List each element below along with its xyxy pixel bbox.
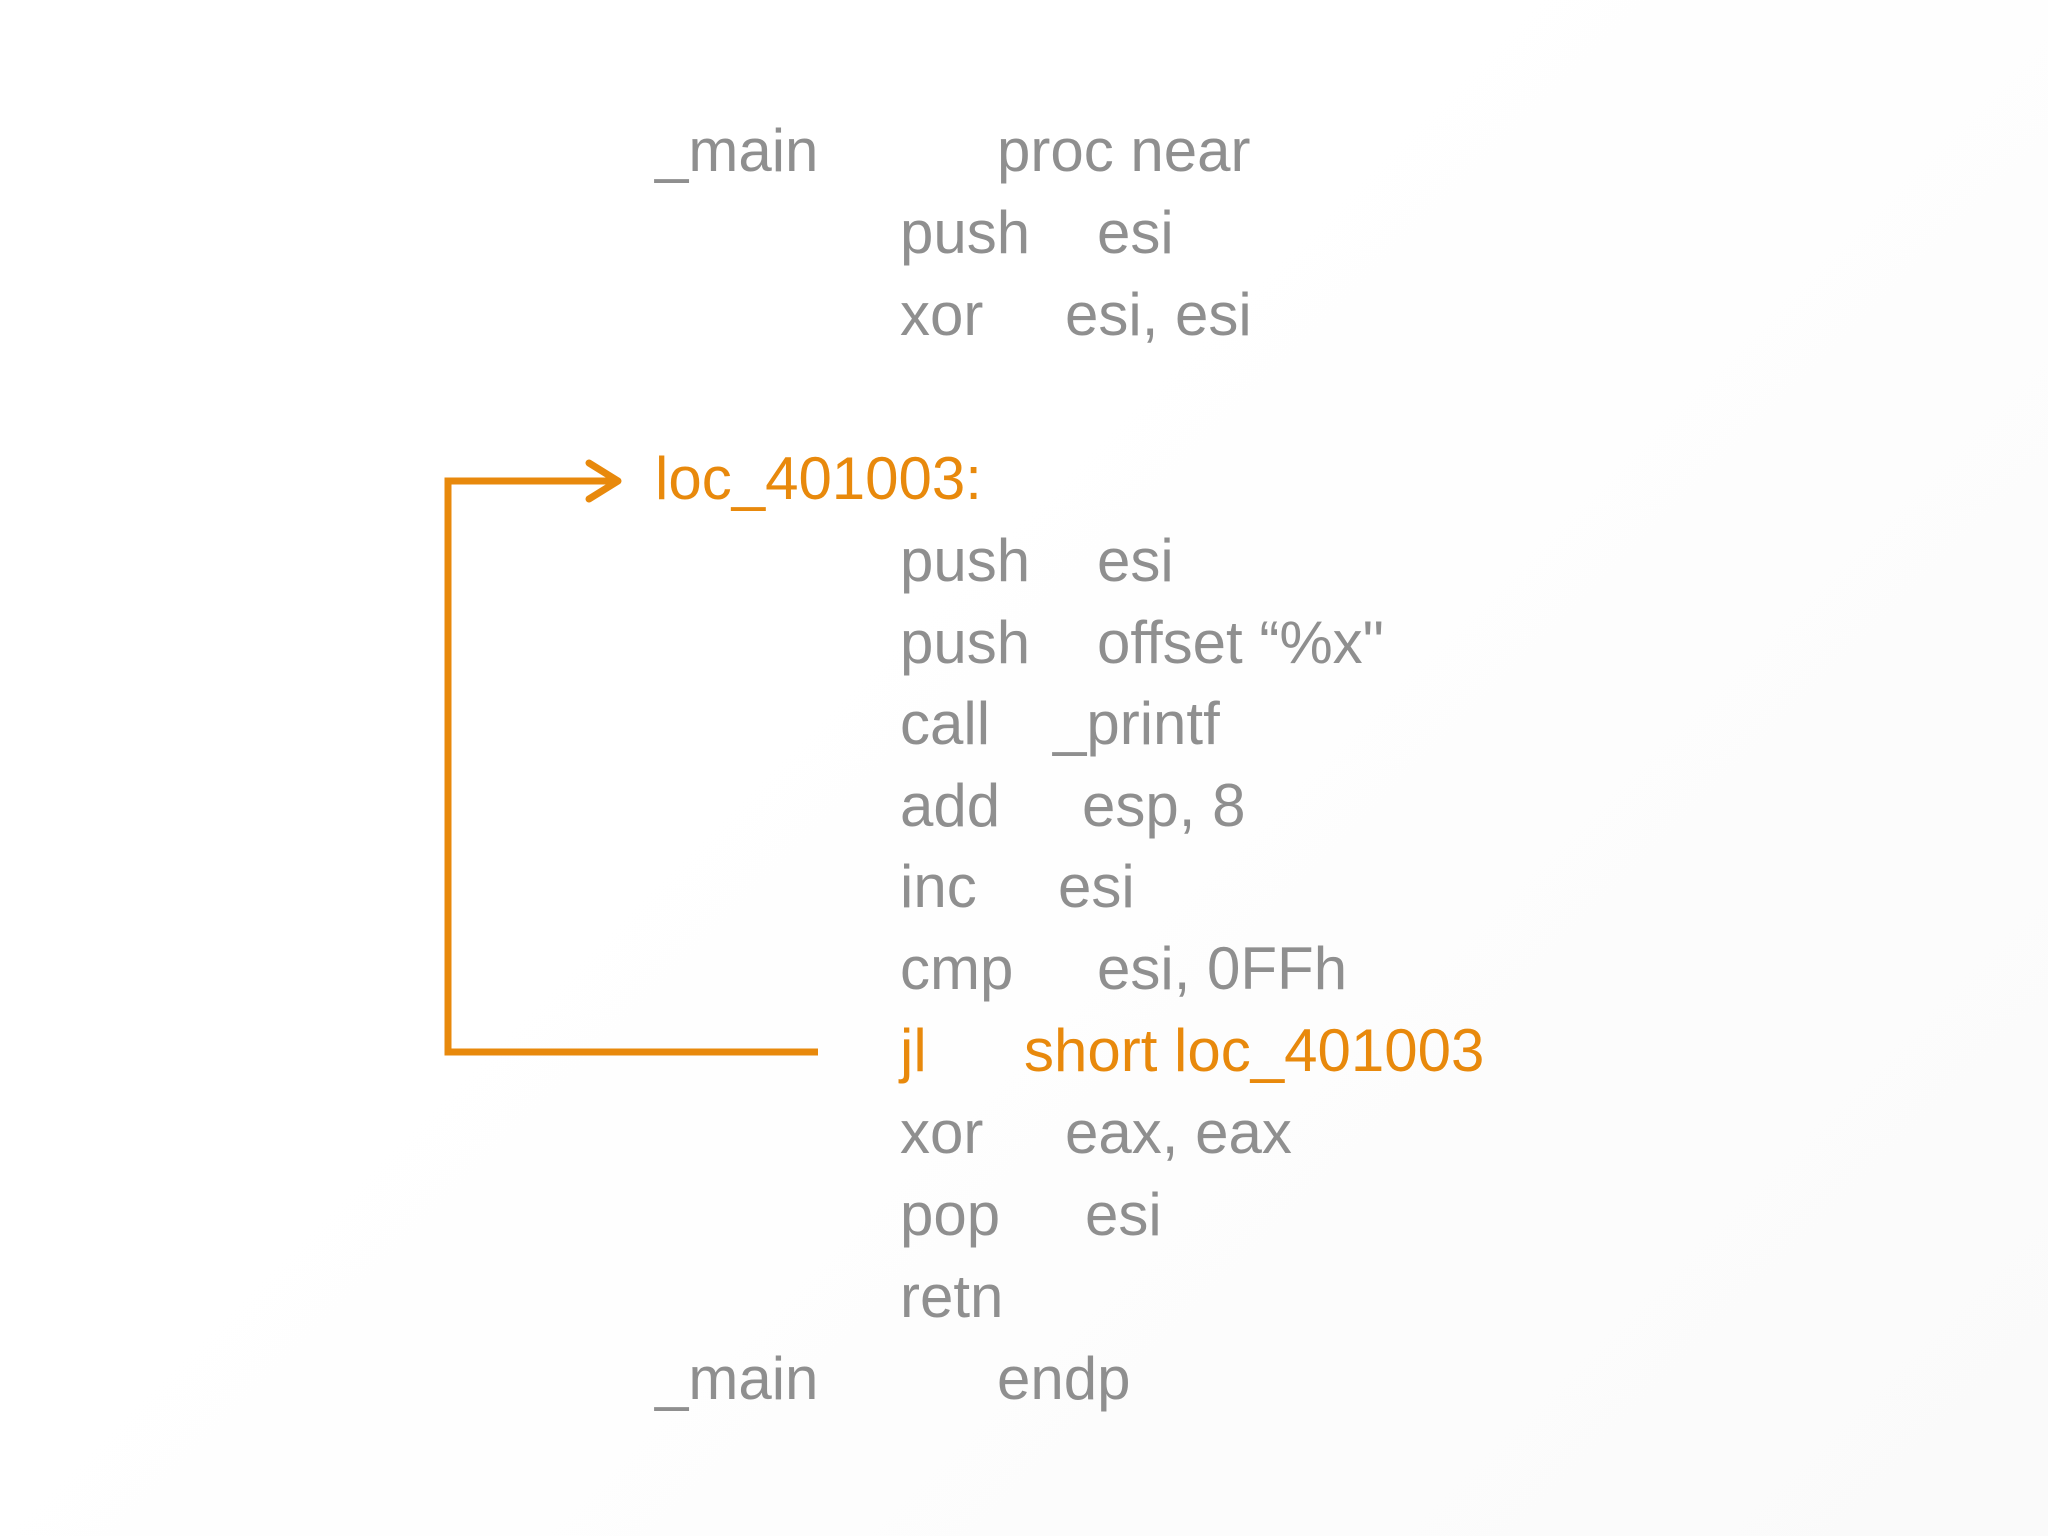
instruction-operand: esi [1097,199,1174,266]
instruction-mnemonic: pop [900,1181,1001,1248]
proc-declaration: proc near [997,117,1251,184]
instruction-mnemonic: push [900,527,1031,594]
proc-end-label: _main [655,1345,819,1412]
proc-end-declaration: endp [997,1345,1131,1412]
instruction-operand: esi [1085,1181,1162,1248]
arrowhead-icon [585,459,622,503]
instruction-mnemonic: xor [900,1099,984,1166]
proc-label: _main [655,117,819,184]
jump-mnemonic: jl [900,1017,927,1084]
instruction-mnemonic: retn [900,1263,1004,1330]
instruction-operand: esi, 0FFh [1097,935,1348,1002]
instruction-mnemonic: inc [900,853,977,920]
instruction-operand: esi [1097,527,1174,594]
loop-label: loc_401003: [655,445,982,512]
loop-back-arrow-line [444,477,818,1056]
instruction-operand: offset “%x" [1097,609,1384,676]
instruction-mnemonic: xor [900,281,984,348]
instruction-mnemonic: push [900,199,1031,266]
instruction-mnemonic: call [900,690,991,757]
instruction-mnemonic: add [900,772,1001,839]
instruction-operand: esi [1058,853,1135,920]
instruction-mnemonic: cmp [900,935,1014,1002]
instruction-operand: esp, 8 [1082,772,1246,839]
instruction-operand: _printf [1053,690,1220,757]
jump-target: short loc_401003 [1024,1017,1485,1084]
instruction-mnemonic: push [900,609,1031,676]
instruction-operand: eax, eax [1065,1099,1292,1166]
instruction-operand: esi, esi [1065,281,1252,348]
